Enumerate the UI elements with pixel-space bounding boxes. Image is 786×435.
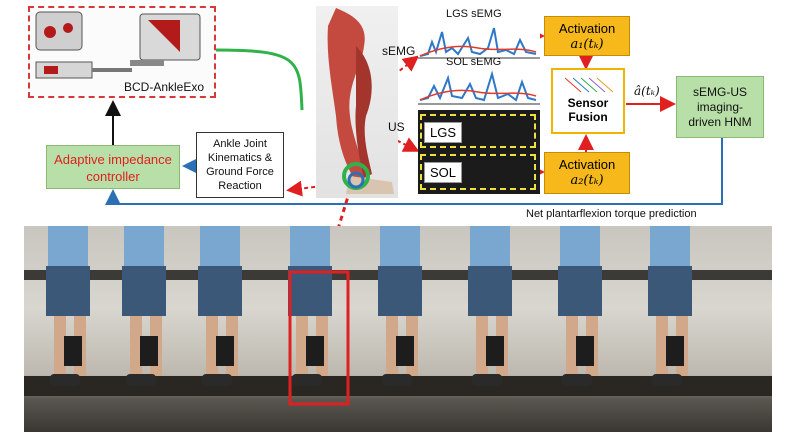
- semg-sol-label: SOL sEMG: [446, 56, 502, 68]
- kinematics-line4: Reaction: [218, 180, 262, 192]
- us-sol-label: SOL: [424, 162, 463, 183]
- hnm-line2: imaging-: [696, 100, 744, 114]
- sensor-fusion-line2: Fusion: [568, 110, 608, 124]
- hnm-box: sEMG-US imaging- driven HNM: [676, 76, 764, 138]
- us-signal-label: US: [388, 120, 405, 134]
- semg-signal: [418, 27, 540, 105]
- torque-feedback-line: [105, 138, 723, 205]
- activation-box-2: Activation a₂(tₖ): [544, 152, 630, 194]
- leg-to-kinematics-arrow: [286, 180, 323, 197]
- activation-2-symbol: a₂(tₖ): [570, 173, 604, 188]
- kinematics-line1: Ankle Joint: [213, 138, 267, 150]
- walking-sequence-figures: [24, 226, 772, 406]
- leg-musculature: [327, 8, 394, 194]
- kinematics-line3: Ground Force: [206, 166, 274, 178]
- ultrasound-image: LGS SOL: [418, 110, 540, 194]
- activation-1-title: Activation: [558, 21, 616, 36]
- controller-line1: Adaptive impedance: [54, 152, 172, 167]
- cable: [215, 48, 304, 111]
- fusion-graphic: [564, 77, 614, 93]
- semg-lgs-label: LGS sEMG: [446, 8, 502, 20]
- leg-image: [316, 6, 398, 198]
- activation-2-title: Activation: [558, 157, 616, 172]
- kinematics-box: Ankle Joint Kinematics & Ground Force Re…: [196, 132, 284, 198]
- sensor-fusion-box: Sensor Fusion: [551, 68, 625, 134]
- semg-signal-label: sEMG: [382, 44, 416, 58]
- exoskeleton-label: BCD-AnkleExo: [124, 80, 205, 94]
- fused-activation-symbol: â(tₖ): [634, 84, 660, 98]
- adaptive-controller-box: Adaptive impedance controller: [46, 145, 180, 189]
- activation-1-symbol: a₁(tₖ): [570, 37, 604, 52]
- exoskeleton-box: [28, 6, 216, 98]
- activation-box-1: Activation a₁(tₖ): [544, 16, 630, 56]
- hnm-line1: sEMG-US: [693, 85, 747, 99]
- exoskeleton-render: [35, 11, 201, 79]
- highlighted-frame: [288, 270, 350, 406]
- us-lgs-label: LGS: [424, 122, 463, 143]
- kinematics-line2: Kinematics &: [207, 152, 273, 164]
- walking-sequence: [24, 226, 772, 432]
- torque-prediction-label: Net plantarflexion torque prediction: [526, 208, 697, 220]
- hnm-line3: driven HNM: [688, 115, 752, 129]
- controller-line2: controller: [86, 169, 140, 184]
- semg-panel: LGS sEMG SOL sEMG: [418, 6, 540, 106]
- sensor-fusion-line1: Sensor: [567, 96, 609, 110]
